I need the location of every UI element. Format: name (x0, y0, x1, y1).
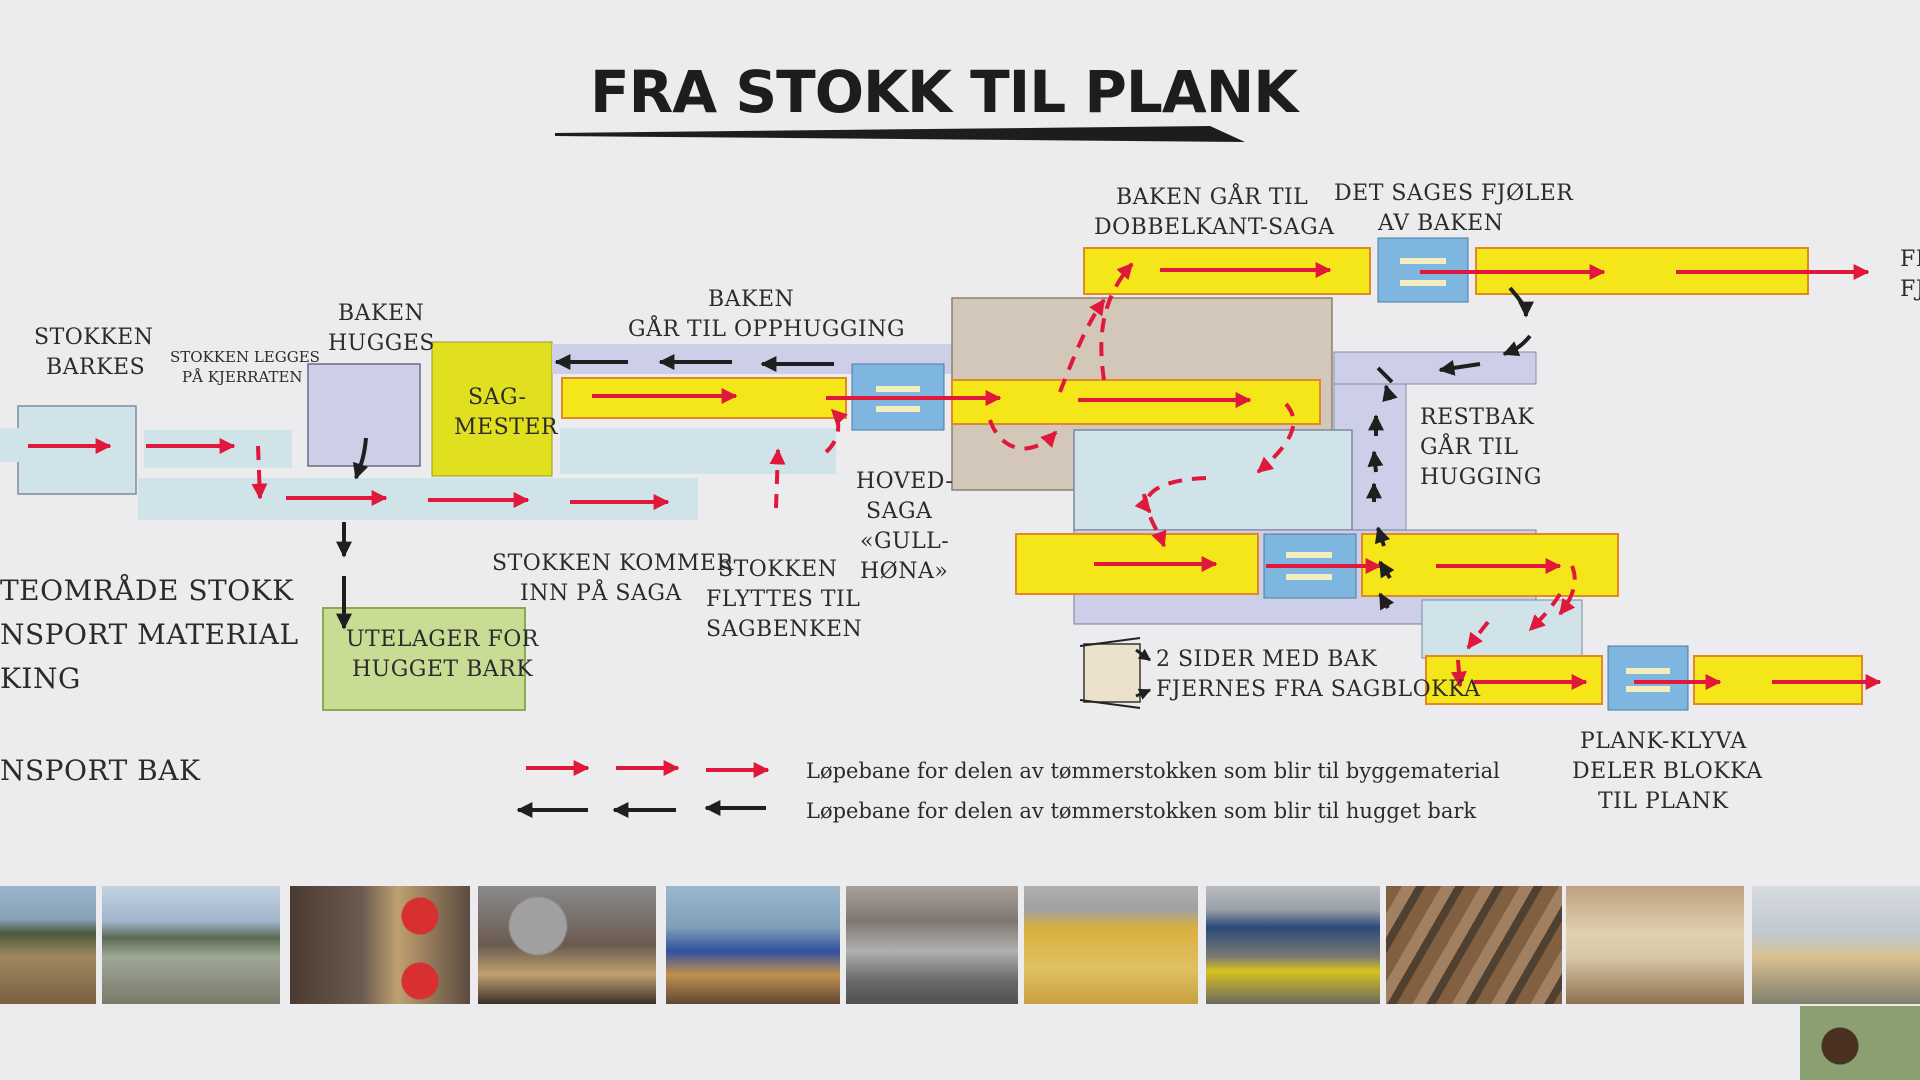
transfer-table (1073, 429, 1353, 531)
svg-text:FE: FE (1900, 247, 1920, 272)
svg-text:NSPORT MATERIAL: NSPORT MATERIAL (0, 618, 299, 651)
label-det-sages: DET SAGES FJØLER AV BAKEN (1334, 181, 1574, 236)
label-baken-dobbelkant: BAKEN GÅR TIL DOBBELKANT-SAGA (1094, 182, 1335, 240)
svg-text:SAGBENKEN: SAGBENKEN (706, 617, 862, 642)
svg-text:PLANK-KLYVA: PLANK-KLYVA (1580, 729, 1747, 754)
svg-text:STOKKEN: STOKKEN (718, 557, 837, 582)
cross-section-icon (1079, 637, 1152, 709)
svg-text:HØNA»: HØNA» (860, 559, 948, 584)
black-flow-arrows (336, 286, 1534, 630)
log-deck-conveyor (144, 430, 292, 468)
label-hovedsaga: HOVED- SAGA «GULL- HØNA» (856, 469, 953, 584)
label-right-edge: FE FJ (1900, 247, 1920, 302)
photo-roof-trusses (1752, 886, 1920, 1004)
sagmester-booth (431, 341, 553, 477)
photo-log-yard (0, 886, 96, 1004)
debarker-box (17, 405, 137, 495)
photo-plank-conveyor (1386, 886, 1562, 1004)
svg-text:INN PÅ SAGA: INN PÅ SAGA (520, 578, 682, 606)
svg-text:SAGA: SAGA (866, 499, 933, 524)
svg-text:TEOMRÅDE STOKK: TEOMRÅDE STOKK (0, 574, 294, 607)
green-machine-corner (1800, 1006, 1920, 1080)
label-stokken-barkes: STOKKEN BARKES (34, 325, 153, 380)
svg-text:GÅR TIL OPPHUGGING: GÅR TIL OPPHUGGING (628, 314, 905, 342)
photo-loader-lake (102, 886, 280, 1004)
label-sagmester: SAG- MESTER (454, 385, 559, 440)
label-stokken-legges: STOKKEN LEGGES PÅ KJERRATEN (170, 348, 320, 386)
svg-text:2 SIDER MED BAK: 2 SIDER MED BAK (1156, 647, 1377, 672)
photo-debarker (290, 886, 470, 1004)
red-flow-arrows (28, 262, 1882, 690)
legend: Løpebane for delen av tømmerstokken som … (516, 759, 1500, 823)
svg-text:BAKEN GÅR TIL: BAKEN GÅR TIL (1116, 182, 1308, 210)
label-plank-klyva: PLANK-KLYVA DELER BLOKKA TIL PLANK (1572, 729, 1763, 814)
plank-feed-block (1421, 599, 1583, 659)
main-feed-conveyor (138, 478, 698, 520)
diagram-title: FRA STOKK TIL PLANK (590, 58, 1300, 126)
svg-text:STOKKEN LEGGES: STOKKEN LEGGES (170, 348, 320, 366)
svg-text:DET SAGES FJØLER: DET SAGES FJØLER (1334, 181, 1574, 206)
svg-text:UTELAGER FOR: UTELAGER FOR (346, 627, 540, 652)
label-utelager: UTELAGER FOR HUGGET BARK (346, 627, 540, 682)
svg-text:RESTBAK: RESTBAK (1420, 405, 1534, 430)
photo-saw-operator (666, 886, 840, 1004)
svg-text:HUGGES: HUGGES (328, 331, 435, 356)
svg-text:PÅ KJERRATEN: PÅ KJERRATEN (182, 368, 303, 386)
svg-text:DOBBELKANT-SAGA: DOBBELKANT-SAGA (1094, 215, 1335, 240)
photo-sawmill-yard (1206, 886, 1380, 1004)
svg-text:STOKKEN KOMMER: STOKKEN KOMMER (492, 551, 734, 576)
svg-text:AV BAKEN: AV BAKEN (1377, 211, 1503, 236)
svg-text:STOKKEN: STOKKEN (34, 325, 153, 350)
label-baken-opphugging: BAKEN GÅR TIL OPPHUGGING (628, 287, 905, 342)
svg-text:BAKEN: BAKEN (338, 301, 424, 326)
restbak-conveyor (1333, 351, 1537, 385)
saw-bench-conveyor (560, 428, 836, 474)
legend-black-arrows (516, 800, 766, 818)
photo-workshop (1566, 886, 1744, 1004)
label-baken-hugges: BAKEN HUGGES (328, 301, 435, 356)
svg-text:MESTER: MESTER (454, 415, 559, 440)
label-left-column: TEOMRÅDE STOKK NSPORT MATERIAL KING NSPO… (0, 574, 299, 787)
label-restbak: RESTBAK GÅR TIL HUGGING (1420, 405, 1542, 490)
photo-log-carriage (478, 886, 656, 1004)
svg-text:«GULL-: «GULL- (860, 529, 949, 554)
photo-wood-chips (1024, 886, 1198, 1004)
svg-text:GÅR TIL: GÅR TIL (1420, 432, 1519, 460)
red-transfer-arrows (251, 262, 1577, 688)
title-underline (555, 126, 1245, 142)
label-sider-med-bak: 2 SIDER MED BAK FJERNES FRA SAGBLOKKA (1156, 647, 1481, 702)
bark-storage-box (322, 607, 526, 711)
svg-text:KING: KING (0, 662, 81, 695)
svg-text:NSPORT BAK: NSPORT BAK (0, 754, 201, 787)
legend-text-black: Løpebane for delen av tømmerstokken som … (806, 799, 1476, 823)
svg-text:DELER BLOKKA: DELER BLOKKA (1572, 759, 1763, 784)
plank-splitter-block (1607, 645, 1689, 711)
svg-text:HUGGING: HUGGING (1420, 465, 1542, 490)
legend-text-red: Løpebane for delen av tømmerstokken som … (806, 759, 1500, 783)
photo-saw-line (846, 886, 1018, 1004)
label-stokken-flyttes: STOKKEN FLYTTES TIL SAGBENKEN (706, 557, 862, 642)
svg-text:HOVED-: HOVED- (856, 469, 953, 494)
svg-text:FLYTTES TIL: FLYTTES TIL (706, 587, 860, 612)
svg-text:BARKES: BARKES (46, 355, 145, 380)
svg-text:FJ: FJ (1900, 277, 1920, 302)
svg-text:SAG-: SAG- (468, 385, 526, 410)
svg-text:BAKEN: BAKEN (708, 287, 794, 312)
legend-red-arrows (526, 760, 770, 778)
label-stokken-kommer: STOKKEN KOMMER INN PÅ SAGA (492, 551, 734, 606)
svg-text:HUGGET BARK: HUGGET BARK (352, 657, 533, 682)
svg-text:TIL PLANK: TIL PLANK (1598, 789, 1729, 814)
svg-text:FJERNES FRA SAGBLOKKA: FJERNES FRA SAGBLOKKA (1156, 677, 1481, 702)
intake-conveyor (0, 428, 20, 462)
